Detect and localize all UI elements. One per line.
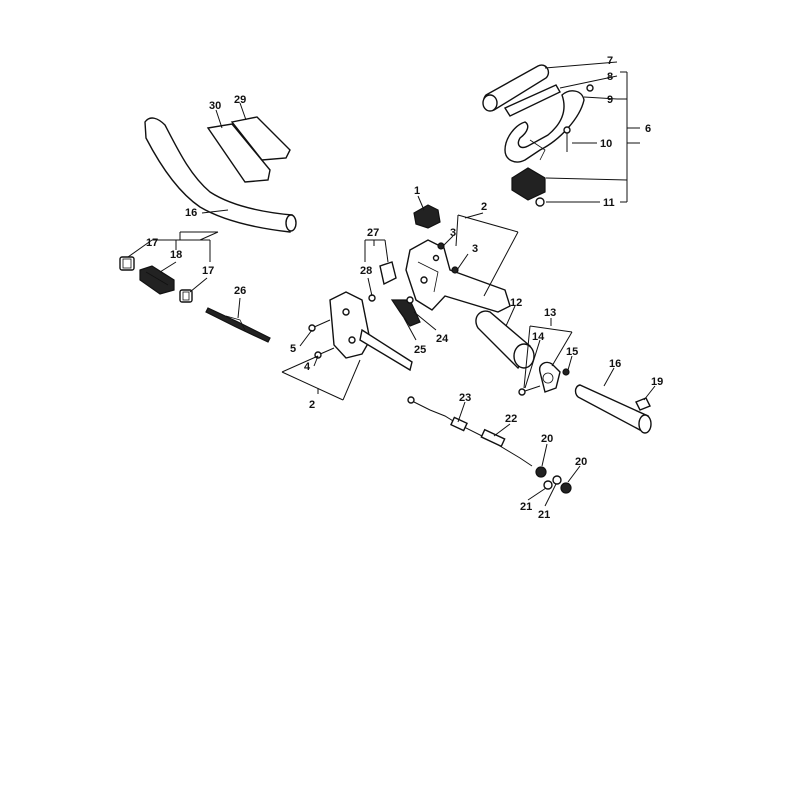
callout-29: 29 [234, 94, 246, 106]
clip-1 [413, 204, 441, 229]
pad-30 [206, 123, 271, 183]
leader-lines [127, 61, 656, 507]
callout-labels: 1 2 2 3 3 4 5 6 7 8 9 10 11 12 13 14 15 … [146, 55, 663, 521]
callout-22: 22 [505, 413, 517, 425]
screw-14 [518, 385, 541, 396]
callout-18: 18 [170, 249, 182, 261]
housing-half-left [329, 291, 413, 372]
callout-27: 27 [367, 227, 379, 239]
nut-15 [562, 368, 570, 376]
callout-11: 11 [603, 197, 615, 209]
callout-6: 6 [645, 123, 651, 135]
callout-24: 24 [436, 333, 449, 345]
callout-16-left: 16 [185, 207, 197, 219]
nut-20-b [560, 482, 572, 494]
callout-1: 1 [414, 185, 420, 197]
handle-bar-9 [504, 90, 585, 163]
callout-13: 13 [544, 307, 556, 319]
callout-14: 14 [532, 331, 545, 343]
washer-21-a [543, 480, 553, 490]
callout-5: 5 [290, 343, 296, 355]
callout-16-right: 16 [609, 358, 621, 370]
callout-26: 26 [234, 285, 246, 297]
callout-2-top: 2 [481, 201, 487, 213]
curved-shaft-tube [144, 117, 297, 233]
clamp-18 [139, 265, 175, 295]
callout-7: 7 [607, 55, 613, 67]
clamp-13 [538, 361, 561, 393]
tube-16-right [574, 384, 652, 434]
throttle-cable [407, 396, 533, 467]
callout-25: 25 [414, 344, 426, 356]
screw-8-head [586, 84, 594, 92]
callout-21-b: 21 [538, 509, 550, 521]
callout-4: 4 [304, 361, 311, 373]
trigger-24-25 [390, 296, 421, 327]
callout-9: 9 [607, 94, 613, 106]
callout-3-a: 3 [450, 227, 456, 239]
screw-3-a [437, 242, 445, 250]
bolt-10 [563, 126, 571, 152]
grip-12 [475, 310, 535, 370]
callout-23: 23 [459, 392, 471, 404]
callout-8: 8 [607, 71, 613, 83]
clamp-block-11 [511, 167, 546, 207]
callout-2-bottom: 2 [309, 399, 315, 411]
callout-12: 12 [510, 297, 522, 309]
grip-7 [482, 64, 550, 112]
pad-29 [230, 116, 291, 161]
callout-20-a: 20 [541, 433, 553, 445]
nut-20-a [535, 466, 547, 478]
callout-3-b: 3 [472, 243, 478, 255]
grip-8 [503, 84, 561, 117]
washer-21-b [552, 475, 562, 485]
clamp-17-left [119, 256, 135, 271]
callout-28: 28 [360, 265, 372, 277]
callout-17-left: 17 [146, 237, 158, 249]
label-19 [635, 397, 651, 411]
screw-5 [308, 319, 331, 332]
callout-19: 19 [651, 376, 663, 388]
clamp-17-right [179, 289, 193, 303]
screw-3-b [451, 266, 459, 274]
callout-10: 10 [600, 138, 612, 150]
callout-20-b: 20 [575, 456, 587, 468]
callout-17-right: 17 [202, 265, 214, 277]
callout-21-a: 21 [520, 501, 532, 513]
drive-shaft-26 [205, 307, 271, 343]
callout-30: 30 [209, 100, 221, 112]
clamp-28 [368, 261, 397, 302]
callout-15: 15 [566, 346, 578, 358]
